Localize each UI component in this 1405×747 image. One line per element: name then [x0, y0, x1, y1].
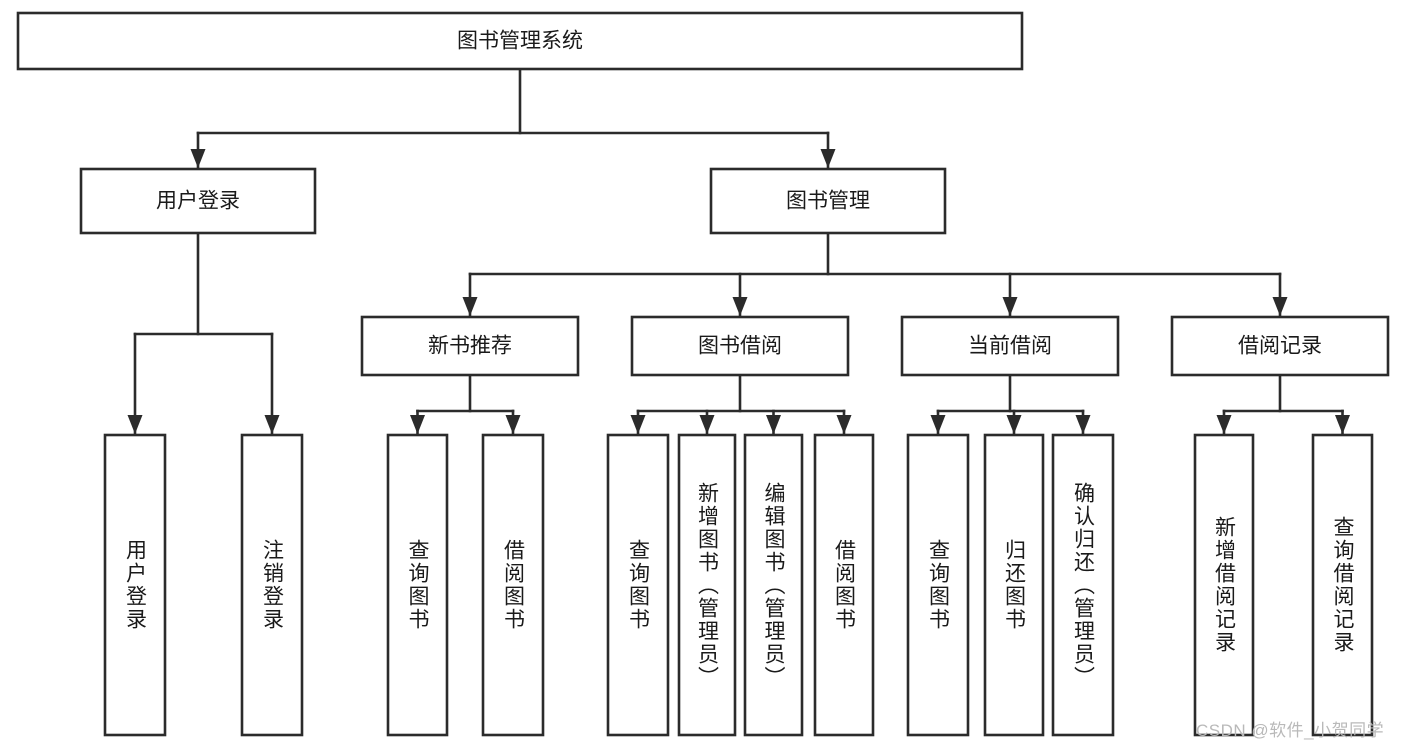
root-node-label: 图书管理系统: [457, 30, 583, 53]
leaf-node-box-12[interactable]: [1311, 433, 1374, 737]
root-node-box[interactable]: [16, 11, 1024, 71]
leaf-node-box-0[interactable]: [103, 433, 167, 737]
arrow-head-icon: [766, 415, 781, 434]
arrow-head-icon: [462, 297, 478, 316]
leaf-node-box-9[interactable]: [983, 433, 1045, 737]
arrow-head-icon: [410, 415, 425, 434]
level2-node-box-0[interactable]: [360, 315, 580, 377]
leaf-node-box-4[interactable]: [606, 433, 670, 737]
connector-lines: [127, 67, 1350, 436]
arrow-head-icon: [1335, 415, 1350, 434]
arrow-head-icon: [1075, 415, 1091, 434]
level1-node-label-1: 图书管理: [786, 190, 870, 213]
arrow-head-icon: [930, 415, 946, 434]
level2-node-box-2[interactable]: [900, 315, 1120, 377]
level2-node-label-3: 借阅记录: [1238, 335, 1322, 358]
leaf-node-box-1[interactable]: [240, 433, 304, 737]
level1-node-box-0[interactable]: [79, 167, 317, 235]
leaf-node-box-3[interactable]: [481, 433, 545, 737]
leaf-node-box-11[interactable]: [1193, 433, 1255, 737]
arrow-head-icon: [1272, 297, 1288, 316]
arrow-head-icon: [264, 415, 280, 434]
leaf-node-box-6[interactable]: [743, 433, 804, 737]
arrow-head-icon: [1002, 297, 1018, 316]
leaf-node-box-7[interactable]: [813, 433, 875, 737]
arrow-head-icon: [127, 415, 143, 434]
level2-node-box-1[interactable]: [630, 315, 850, 377]
leaf-node-box-8[interactable]: [906, 433, 970, 737]
arrow-head-icon: [836, 415, 852, 434]
arrow-head-icon: [505, 415, 521, 434]
level1-node-label-0: 用户登录: [156, 190, 240, 213]
csdn-watermark: CSDN @软件_小贺同学: [1196, 721, 1385, 740]
level2-node-label-1: 图书借阅: [698, 335, 782, 358]
arrow-head-icon: [630, 415, 646, 434]
arrow-head-icon: [732, 297, 748, 316]
level2-node-label-2: 当前借阅: [968, 335, 1052, 358]
arrow-head-icon: [1006, 415, 1022, 434]
leaf-node-box-10[interactable]: [1051, 433, 1115, 737]
level2-node-box-3[interactable]: [1170, 315, 1390, 377]
leaf-node-box-2[interactable]: [386, 433, 449, 737]
leaf-node-box-5[interactable]: [677, 433, 737, 737]
arrow-head-icon: [820, 149, 836, 168]
arrow-head-icon: [190, 149, 206, 168]
level1-node-box-1[interactable]: [709, 167, 947, 235]
arrow-head-icon: [699, 415, 715, 434]
level2-node-label-0: 新书推荐: [428, 335, 512, 358]
arrow-head-icon: [1216, 415, 1232, 434]
node-boxes: [16, 11, 1390, 737]
